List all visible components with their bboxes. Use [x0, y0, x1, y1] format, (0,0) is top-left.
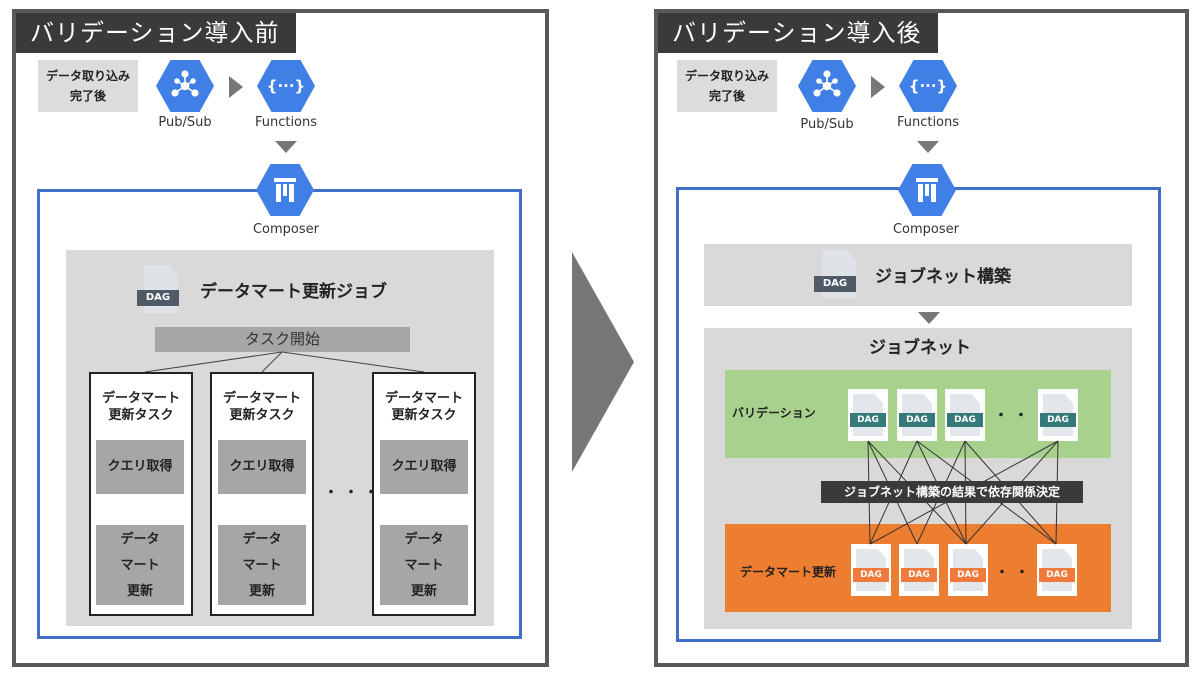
task-title-line: データマート	[101, 391, 180, 406]
datamart-dag-card: DAG	[1037, 544, 1077, 596]
task-title: データマート 更新タスク	[210, 390, 314, 424]
flow-arrow-right	[871, 76, 885, 98]
jobnet-title: ジョブネット	[869, 338, 971, 358]
dag-tag: DAG	[850, 413, 886, 427]
datamart-update-box: データ マート 更新	[96, 525, 184, 605]
dag-tag: DAG	[814, 276, 856, 292]
transition-arrow-icon	[572, 252, 634, 472]
functions-glyph: {···}	[266, 77, 306, 95]
dag-tag: DAG	[853, 568, 889, 582]
pubsub-glyph	[171, 70, 199, 97]
functions-glyph: {···}	[908, 77, 948, 95]
task-title-line: データマート	[384, 391, 463, 406]
ellipsis: ・・・	[995, 565, 1055, 581]
flow-arrow-down	[275, 141, 297, 153]
validation-dag-card: DAG	[897, 389, 937, 441]
dag-tag: DAG	[950, 568, 986, 582]
datamart-dag-card: DAG	[948, 544, 988, 596]
query-fetch-box: クエリ取得	[380, 440, 468, 494]
jobnet-build-label: ジョブネット構築	[875, 267, 1011, 287]
dag-tag: DAG	[1040, 413, 1076, 427]
after-trigger-box: データ取り込み 完了後	[677, 60, 777, 112]
composer-label: Composer	[892, 222, 959, 237]
dag-tag: DAG	[901, 568, 937, 582]
task-title-line: 更新タスク	[108, 408, 174, 423]
validation-dag-card: DAG	[945, 389, 985, 441]
task-start-bar: タスク開始	[155, 327, 410, 352]
trigger-line-1: データ取り込み	[684, 69, 769, 83]
flow-arrow-down	[918, 312, 940, 324]
query-fetch-box: クエリ取得	[96, 440, 184, 494]
ellipsis: ・・・	[324, 485, 384, 501]
update-line: マート	[120, 558, 160, 573]
functions-icon	[899, 60, 957, 112]
pubsub-glyph	[813, 70, 841, 97]
composer-label: Composer	[252, 222, 319, 237]
jobnet-build-bar	[704, 244, 1132, 306]
update-line: 更新	[126, 584, 153, 599]
datamart-dag-card: DAG	[899, 544, 939, 596]
trigger-line-2: 完了後	[708, 89, 745, 103]
task-title-line: 更新タスク	[229, 408, 295, 423]
query-fetch-box: クエリ取得	[218, 440, 306, 494]
pubsub-label: Pub/Sub	[158, 115, 212, 130]
after-title: バリデーション導入後	[658, 13, 938, 53]
update-line: 更新	[410, 584, 437, 599]
composer-glyph	[916, 178, 938, 202]
dag-tag: DAG	[947, 413, 983, 427]
validation-dag-card: DAG	[848, 389, 888, 441]
before-trigger-box: データ取り込み 完了後	[38, 60, 138, 112]
ellipsis: ・・・	[994, 408, 1054, 424]
update-line: データ	[404, 532, 444, 547]
validation-label: バリデーション	[732, 406, 816, 420]
update-line: マート	[242, 558, 282, 573]
datamart-dag-card: DAG	[851, 544, 891, 596]
update-line: データ	[120, 532, 160, 547]
update-line: マート	[404, 558, 444, 573]
flow-arrow-right	[229, 76, 243, 98]
dag-tag: DAG	[899, 413, 935, 427]
pubsub-label: Pub/Sub	[800, 117, 854, 132]
functions-label: Functions	[254, 115, 318, 130]
validation-dag-card: DAG	[1038, 389, 1078, 441]
task-title: データマート 更新タスク	[89, 390, 193, 424]
update-line: データ	[242, 532, 282, 547]
before-title: バリデーション導入前	[16, 13, 296, 53]
flow-arrow-down	[917, 141, 939, 153]
dag-tag: DAG	[1039, 568, 1075, 582]
job-title: データマート更新ジョブ	[200, 282, 387, 302]
datamart-update-label: データマート更新	[740, 565, 837, 579]
update-line: 更新	[248, 584, 275, 599]
task-title-line: 更新タスク	[391, 408, 457, 423]
trigger-line-1: データ取り込み	[45, 69, 130, 83]
dependency-label: ジョブネット構築の結果で依存関係決定	[821, 481, 1083, 503]
trigger-line-2: 完了後	[69, 89, 106, 103]
datamart-update-box: データ マート 更新	[218, 525, 306, 605]
functions-label: Functions	[896, 115, 960, 130]
task-title: データマート 更新タスク	[372, 390, 476, 424]
task-title-line: データマート	[222, 391, 301, 406]
composer-glyph	[274, 178, 296, 202]
dag-tag: DAG	[137, 290, 179, 306]
datamart-update-box: データ マート 更新	[380, 525, 468, 605]
